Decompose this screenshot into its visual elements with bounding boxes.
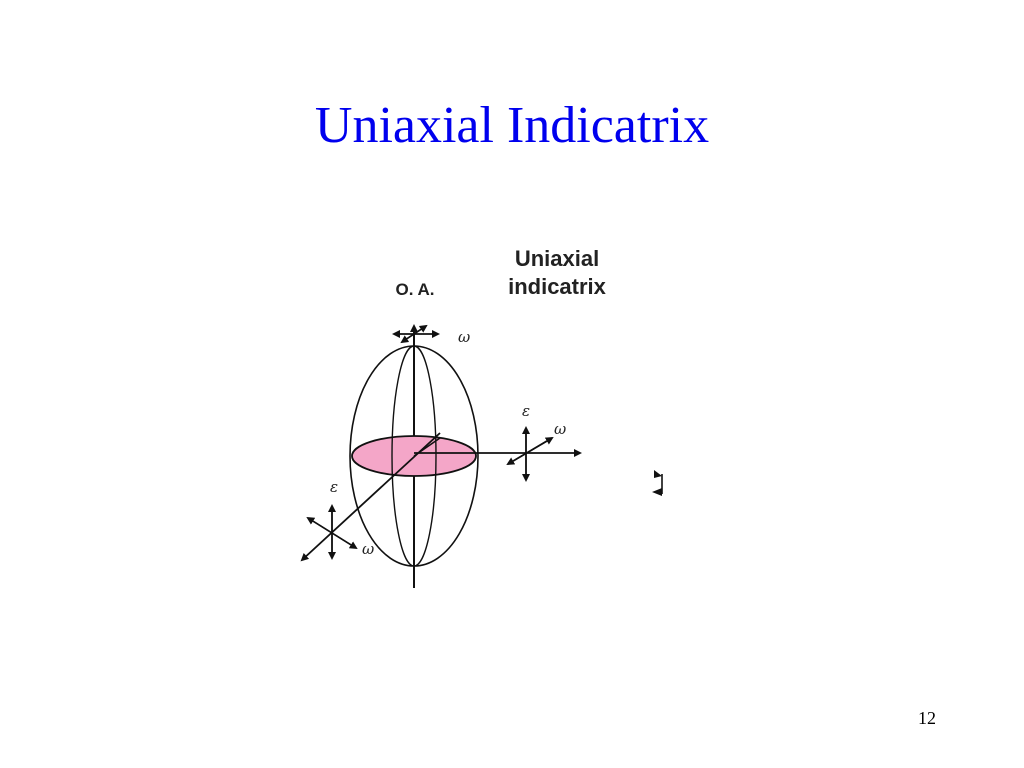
omega-right-label: ω xyxy=(554,420,566,438)
epsilon-right-label: ε xyxy=(522,402,530,420)
slide-title: Uniaxial Indicatrix xyxy=(314,97,710,154)
stray-arrow-fragment xyxy=(652,470,663,496)
right-vibration-arrows xyxy=(506,426,554,482)
page-number: 12 xyxy=(918,708,936,728)
left-vibration-arrows xyxy=(306,504,358,560)
indicatrix-diagram: Uniaxial indicatrix O. A. ω xyxy=(300,246,663,588)
top-vibration-arrows xyxy=(392,324,440,344)
caption-line-1: Uniaxial xyxy=(515,246,599,271)
optic-axis-label: O. A. xyxy=(395,280,434,299)
omega-left-label: ω xyxy=(362,540,374,558)
caption-line-2: indicatrix xyxy=(508,274,607,299)
ellipsoid-meridian xyxy=(391,345,437,567)
uniaxial-indicatrix-figure: Uniaxial indicatrix O. A. ω xyxy=(290,238,680,598)
epsilon-left-label: ε xyxy=(330,478,338,496)
omega-top-label: ω xyxy=(458,328,470,346)
radius-line xyxy=(413,437,441,457)
